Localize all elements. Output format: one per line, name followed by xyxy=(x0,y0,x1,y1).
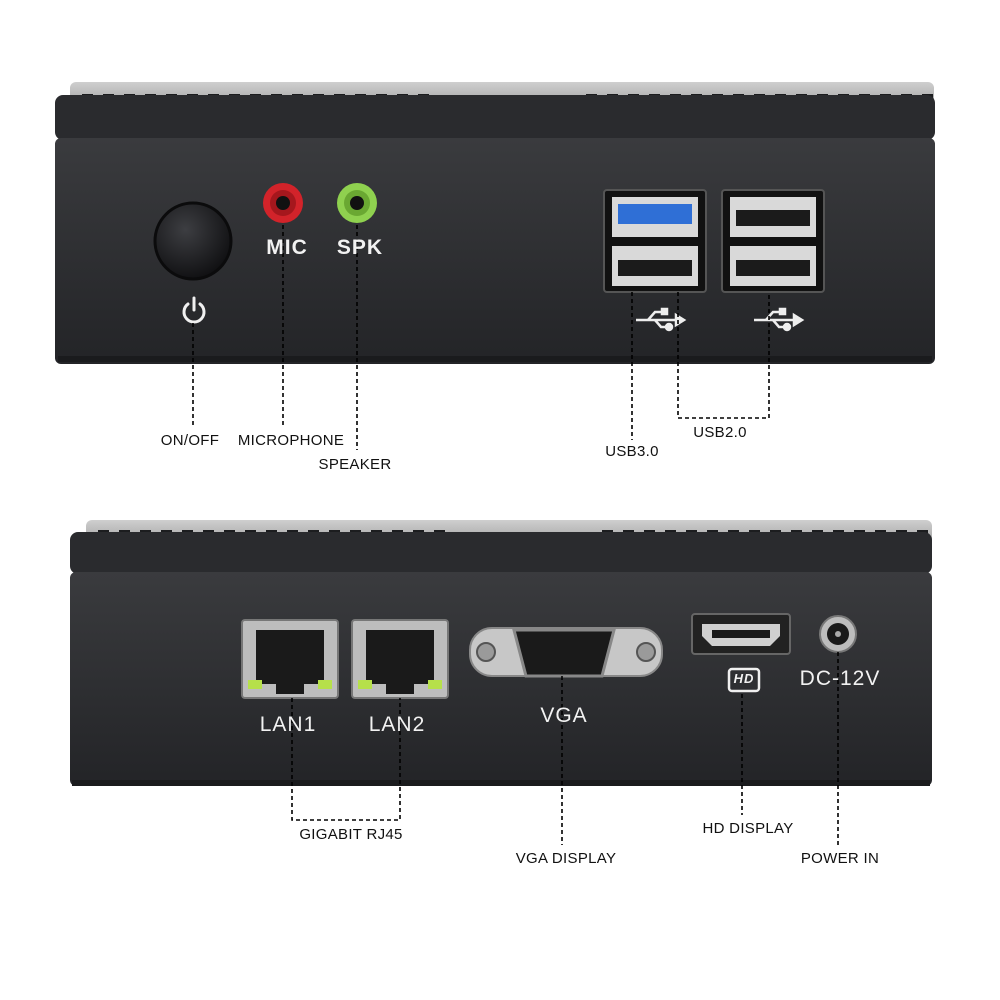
lan1-port[interactable] xyxy=(241,619,339,699)
lan1-silkscreen: LAN1 xyxy=(259,713,317,736)
leader-lines-front xyxy=(192,225,770,450)
gigabit-rj45-label: GIGABIT RJ45 xyxy=(299,826,403,843)
usb-icon xyxy=(754,307,805,332)
hdmi-port[interactable] xyxy=(691,613,791,655)
vga-display-label: VGA DISPLAY xyxy=(515,850,617,867)
vga-port[interactable] xyxy=(469,627,663,678)
power-in-label: POWER IN xyxy=(800,850,880,867)
vga-silkscreen: VGA xyxy=(540,704,588,727)
hd-display-label: HD DISPLAY xyxy=(702,820,794,837)
lan2-silkscreen: LAN2 xyxy=(368,713,426,736)
dc-power-jack[interactable] xyxy=(819,615,857,653)
speaker-jack[interactable] xyxy=(337,183,377,223)
spk-silkscreen: SPK xyxy=(336,236,384,259)
power-icon xyxy=(182,296,206,324)
speaker-label: SPEAKER xyxy=(318,456,392,473)
usb2-port-stack[interactable] xyxy=(721,189,825,293)
usb3-port-stack[interactable] xyxy=(603,189,707,293)
leader-lines-rear xyxy=(291,652,839,845)
lan2-port[interactable] xyxy=(351,619,449,699)
usb3-label: USB3.0 xyxy=(605,443,659,460)
power-button[interactable] xyxy=(153,201,233,281)
usb2-label: USB2.0 xyxy=(693,424,747,441)
on-off-label: ON/OFF xyxy=(160,432,220,449)
dc-silkscreen: DC-12V xyxy=(799,667,881,690)
hd-logo-icon xyxy=(727,667,761,693)
mic-jack[interactable] xyxy=(263,183,303,223)
hd-silkscreen: HD xyxy=(733,671,755,686)
microphone-label: MICROPHONE xyxy=(237,432,345,449)
front-chassis xyxy=(55,82,935,364)
usb-icon xyxy=(636,307,687,332)
mic-silkscreen: MIC xyxy=(266,236,308,259)
